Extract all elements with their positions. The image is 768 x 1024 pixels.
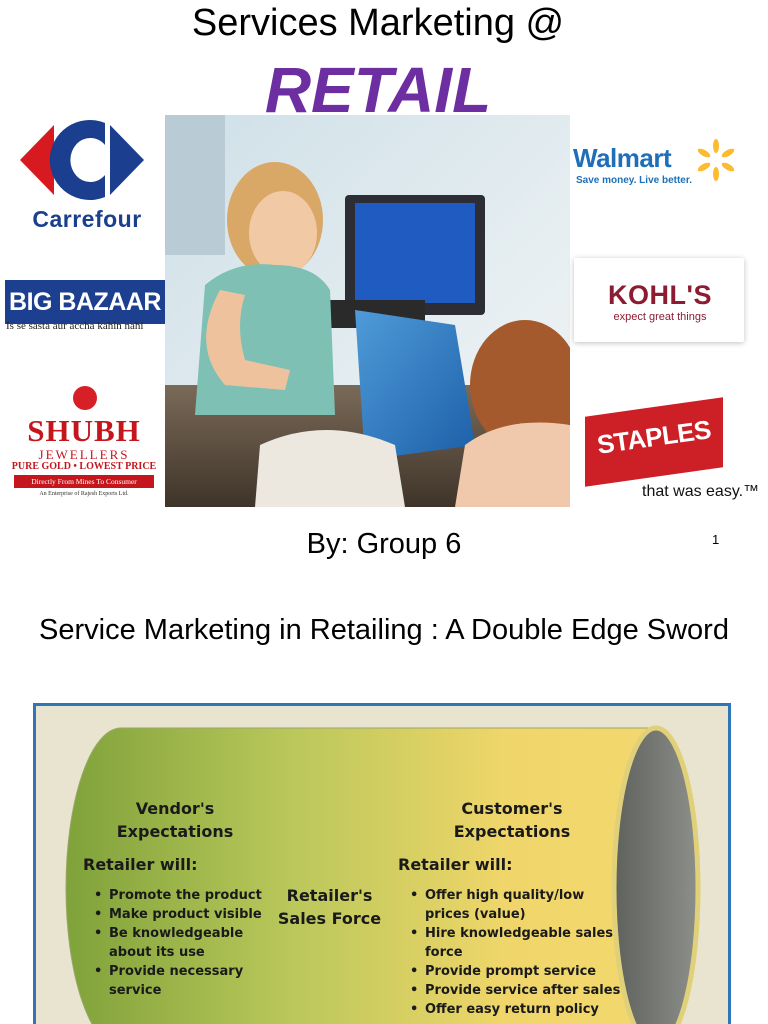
walmart-tagline: Save money. Live better. bbox=[576, 175, 692, 186]
list-item: Hire knowledgeable sales force bbox=[404, 924, 624, 962]
staples-tagline: that was easy.™ bbox=[642, 483, 760, 500]
retailer-sales-force: Retailer's Sales Force bbox=[277, 886, 382, 928]
list-item: Provide necessary service bbox=[88, 962, 268, 1000]
kohls-tagline: expect great things bbox=[613, 311, 707, 323]
shubh-banner: Directly From Mines To Consumer bbox=[14, 475, 154, 488]
slide-subtitle: RETAIL bbox=[264, 54, 492, 126]
carrefour-logo-icon bbox=[20, 120, 144, 200]
vendor-expectations-heading: Vendor's Expectations bbox=[116, 799, 234, 841]
list-item: Make product visible bbox=[88, 905, 268, 924]
walmart-spark-icon bbox=[697, 139, 735, 181]
list-item: Offer easy return policy bbox=[404, 1000, 624, 1019]
vendor-retailer-will: Retailer will: bbox=[83, 855, 198, 874]
shubh-logo-text: SHUBH bbox=[27, 413, 141, 448]
shubh-tagline: PURE GOLD • LOWEST PRICE bbox=[11, 461, 157, 472]
customer-retailer-will: Retailer will: bbox=[398, 855, 513, 874]
byline: By: Group 6 bbox=[306, 528, 462, 560]
list-item: Offer high quality/low prices (value) bbox=[404, 886, 624, 924]
kohls-logo-card bbox=[574, 258, 744, 342]
kohls-logo-text: KOHL'S bbox=[608, 280, 712, 310]
customer-expectations-list: Offer high quality/low prices (value) Hi… bbox=[404, 886, 624, 1019]
big-bazaar-tagline: Is se sasta aur accha kahin nahi bbox=[6, 320, 144, 332]
customer-expectations-heading: Customer's Expectations bbox=[453, 799, 571, 841]
vendor-expectations-list: Promote the product Make product visible… bbox=[88, 886, 268, 1000]
big-bazaar-logo: BIG BAZAAR bbox=[5, 280, 165, 324]
list-item: Promote the product bbox=[88, 886, 268, 905]
shubh-sun-icon bbox=[73, 386, 97, 410]
list-item: Provide service after sales bbox=[404, 981, 624, 1000]
walmart-logo-text: Walmart bbox=[573, 143, 672, 173]
list-item: Be knowledgeable about its use bbox=[88, 924, 268, 962]
retail-checkout-photo bbox=[165, 115, 570, 507]
page-number: 1 bbox=[712, 532, 720, 547]
shubh-jewellers-text: JEWELLERS bbox=[38, 447, 130, 462]
slide2-title: Service Marketing in Retailing : A Doubl… bbox=[39, 614, 729, 646]
shubh-enterprise-text: An Enterprise of Rajesh Exports Ltd. bbox=[39, 491, 129, 497]
list-item: Provide prompt service bbox=[404, 962, 624, 981]
carrefour-logo-text: Carrefour bbox=[32, 206, 142, 232]
slide-title: Services Marketing @ bbox=[191, 2, 565, 44]
